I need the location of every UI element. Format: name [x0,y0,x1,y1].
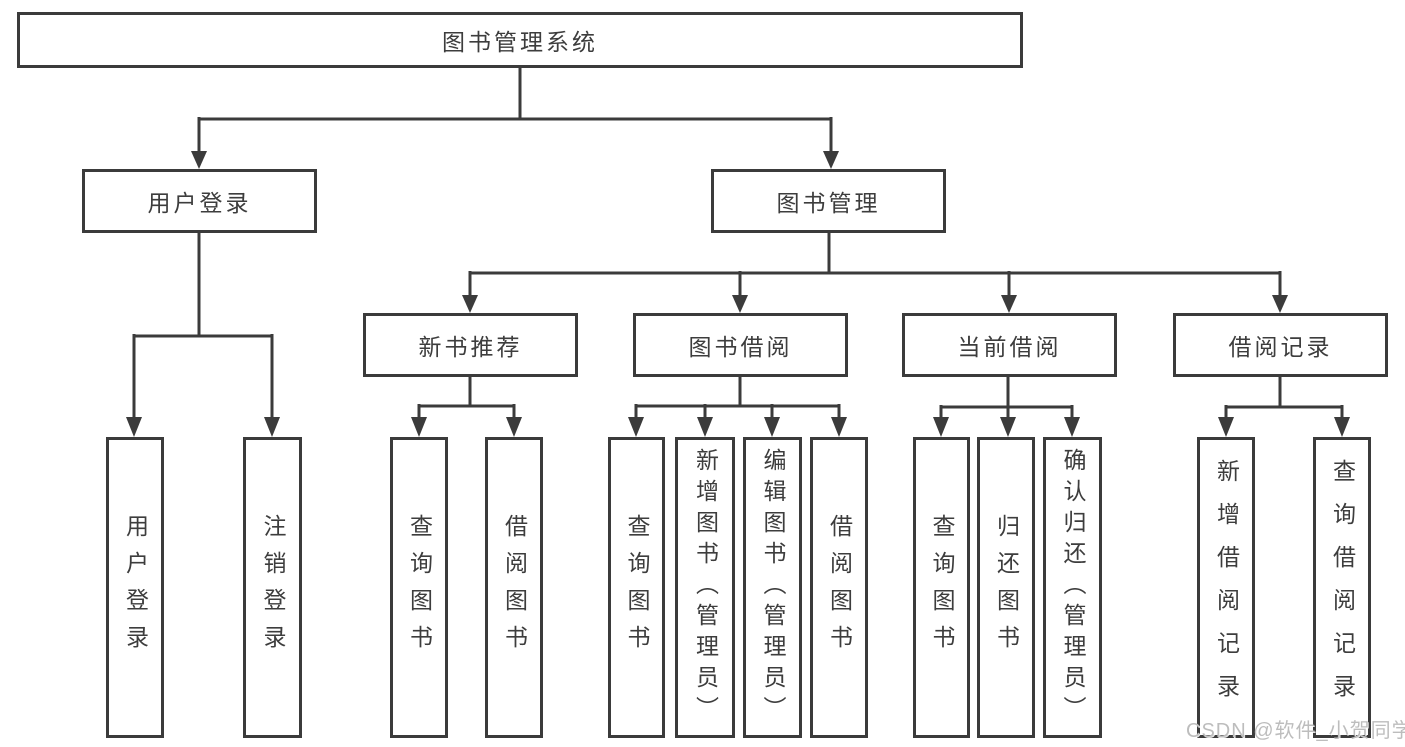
node-borrowing-records-label: 借阅记录 [1228,334,1333,360]
leaf-br-add-record: 新增借阅记录 [1197,437,1255,738]
leaf-bb-edit-book-admin: 编辑图书（管理员） [743,437,802,738]
node-book-borrowing-label: 图书借阅 [688,334,793,360]
leaf-cb-return-book-label: 归还图书 [993,513,1020,662]
node-user-login: 用户登录 [82,169,317,233]
leaf-bb-edit-book-admin-label: 编辑图书（管理员） [760,448,786,727]
leaf-bb-query-book-label: 查询图书 [624,513,650,662]
node-current-borrowing: 当前借阅 [902,313,1117,377]
node-book-borrowing: 图书借阅 [633,313,848,377]
leaf-logout-label: 注销登录 [260,513,286,662]
leaf-cb-query-book: 查询图书 [913,437,970,738]
leaf-user-login: 用户登录 [106,437,164,738]
node-new-book-recommend: 新书推荐 [363,313,578,377]
leaf-br-query-record: 查询借阅记录 [1313,437,1371,738]
leaf-cb-query-book-label: 查询图书 [929,513,955,662]
node-book-management: 图书管理 [711,169,946,233]
node-current-borrowing-label: 当前借阅 [957,334,1062,360]
leaf-bb-add-book-admin: 新增图书（管理员） [675,437,735,738]
leaf-bb-borrow-book: 借阅图书 [810,437,868,738]
leaf-bb-add-book-admin-label: 新增图书（管理员） [692,448,719,727]
node-book-management-label: 图书管理 [776,190,881,216]
node-new-book-recommend-label: 新书推荐 [418,334,523,360]
arrowheads [126,151,1350,437]
leaf-rec-query-book: 查询图书 [390,437,448,738]
leaf-logout: 注销登录 [243,437,302,738]
leaf-br-query-record-label: 查询借阅记录 [1329,458,1356,717]
leaf-cb-confirm-return-admin: 确认归还（管理员） [1043,437,1102,738]
node-root-label: 图书管理系统 [442,29,598,55]
leaf-bb-borrow-book-label: 借阅图书 [826,513,853,662]
leaf-user-login-label: 用户登录 [122,513,149,662]
node-borrowing-records: 借阅记录 [1173,313,1388,377]
leaf-cb-confirm-return-admin-label: 确认归还（管理员） [1060,448,1086,727]
leaf-br-add-record-label: 新增借阅记录 [1213,458,1240,717]
leaf-rec-borrow-book: 借阅图书 [485,437,543,738]
node-user-login-label: 用户登录 [147,190,252,216]
leaf-cb-return-book: 归还图书 [977,437,1035,738]
node-root: 图书管理系统 [17,12,1023,68]
leaf-rec-query-book-label: 查询图书 [406,513,433,662]
leaf-bb-query-book: 查询图书 [608,437,665,738]
leaf-rec-borrow-book-label: 借阅图书 [501,513,528,662]
watermark: CSDN @软件_小贺同学 [1186,720,1405,742]
